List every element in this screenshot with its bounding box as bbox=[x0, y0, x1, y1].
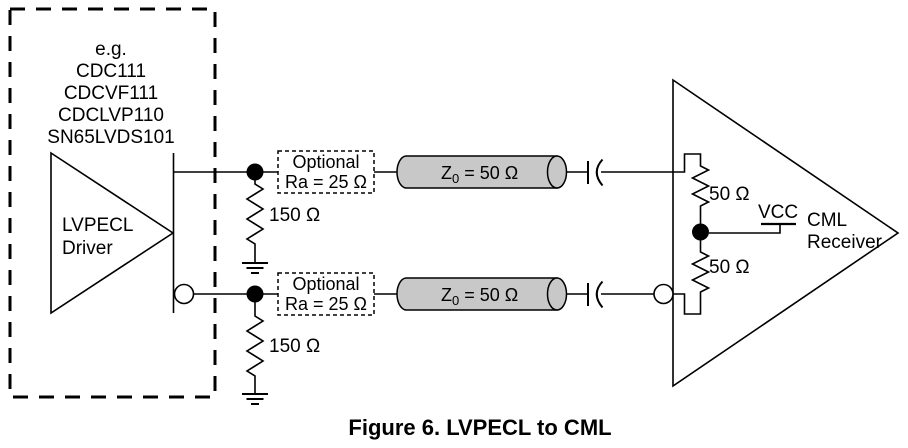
receiver-name-line1: CML bbox=[807, 210, 847, 231]
vcc-wire bbox=[709, 224, 781, 234]
tline-body bbox=[396, 277, 558, 311]
receiver-resistor-top bbox=[673, 153, 711, 224]
tline-body bbox=[396, 155, 558, 189]
receiver-r-top-label: 50 Ω bbox=[709, 184, 750, 205]
driver-dashed-enclosure: e.g. CDC111 CDCVF111 CDCLVP110 SN65LVDS1… bbox=[8, 7, 217, 399]
driver-name-line1: LVPECL bbox=[62, 215, 133, 236]
tline-end-cap bbox=[546, 277, 568, 311]
receiver-r-bottom-label: 50 Ω bbox=[709, 257, 750, 278]
z-symbol: Z bbox=[441, 285, 452, 305]
cap-plate-curved bbox=[595, 280, 604, 309]
resistor-150-bottom-label: 150 Ω bbox=[269, 336, 320, 357]
driver-inverting-output-bubble bbox=[173, 283, 195, 305]
ac-coupling-cap-top bbox=[587, 158, 604, 187]
pulldown-resistor-top: 150 Ω bbox=[242, 180, 320, 274]
resistor-150-top-label: 150 Ω bbox=[269, 205, 320, 226]
receiver-name-line2: Receiver bbox=[807, 232, 883, 253]
driver-example-3: CDCLVP110 bbox=[58, 105, 164, 126]
ground-symbol-top bbox=[242, 262, 268, 274]
dashed-box bbox=[8, 7, 217, 399]
ac-coupling-cap-bottom bbox=[587, 280, 604, 309]
optional-label-top-2: Ra = 25 Ω bbox=[285, 172, 367, 192]
vcc-label: VCC bbox=[758, 202, 798, 223]
optional-label-bottom-1: Optional bbox=[292, 274, 359, 294]
driver-example-2: CDCVF111 bbox=[64, 83, 158, 104]
optional-ra-box-top: Optional Ra = 25 Ω bbox=[277, 150, 375, 194]
tline-bottom-label: Z0 = 50 Ω bbox=[441, 285, 518, 308]
figure-caption: Figure 6. LVPECL to CML bbox=[348, 415, 611, 440]
cap-plate-curved bbox=[595, 158, 604, 187]
receiver-inverting-input-bubble bbox=[653, 283, 674, 305]
z-subscript: 0 bbox=[452, 293, 459, 308]
tline-end-cap bbox=[546, 155, 568, 189]
driver-name-line2: Driver bbox=[62, 238, 113, 259]
tline-top-label: Z0 = 50 Ω bbox=[441, 163, 518, 186]
transmission-line-top: Z0 = 50 Ω bbox=[396, 155, 568, 189]
receiver-triangle bbox=[672, 78, 900, 388]
transmission-line-bottom: Z0 = 50 Ω bbox=[396, 277, 568, 311]
cml-receiver: 50 Ω 50 Ω VCC CML Receiver bbox=[653, 78, 900, 388]
junction-dot-top bbox=[246, 163, 264, 181]
optional-label-top-1: Optional bbox=[292, 152, 359, 172]
driver-example-1: CDC111 bbox=[76, 61, 146, 82]
optional-label-bottom-2: Ra = 25 Ω bbox=[285, 294, 367, 314]
termination-center-dot bbox=[692, 223, 709, 241]
z-value: = 50 Ω bbox=[459, 285, 518, 305]
driver-triangle bbox=[50, 151, 175, 315]
optional-dashed-box bbox=[277, 272, 375, 316]
driver-eg-label: e.g. bbox=[95, 39, 127, 60]
resistor-zigzag bbox=[245, 180, 265, 262]
ground-symbol-bottom bbox=[242, 393, 268, 405]
z-symbol: Z bbox=[441, 163, 452, 183]
resistor-zigzag bbox=[245, 302, 265, 393]
driver-example-4: SN65LVDS101 bbox=[47, 127, 174, 148]
pulldown-resistor-bottom: 150 Ω bbox=[242, 302, 320, 405]
z-value: = 50 Ω bbox=[459, 163, 518, 183]
junction-dot-bottom bbox=[246, 285, 264, 303]
z-subscript: 0 bbox=[452, 171, 459, 186]
vcc-rail: VCC bbox=[709, 202, 798, 234]
optional-dashed-box bbox=[277, 150, 375, 194]
lvpecl-driver: LVPECL Driver bbox=[50, 151, 195, 315]
receiver-resistor-bottom bbox=[673, 240, 711, 315]
optional-ra-box-bottom: Optional Ra = 25 Ω bbox=[277, 272, 375, 316]
